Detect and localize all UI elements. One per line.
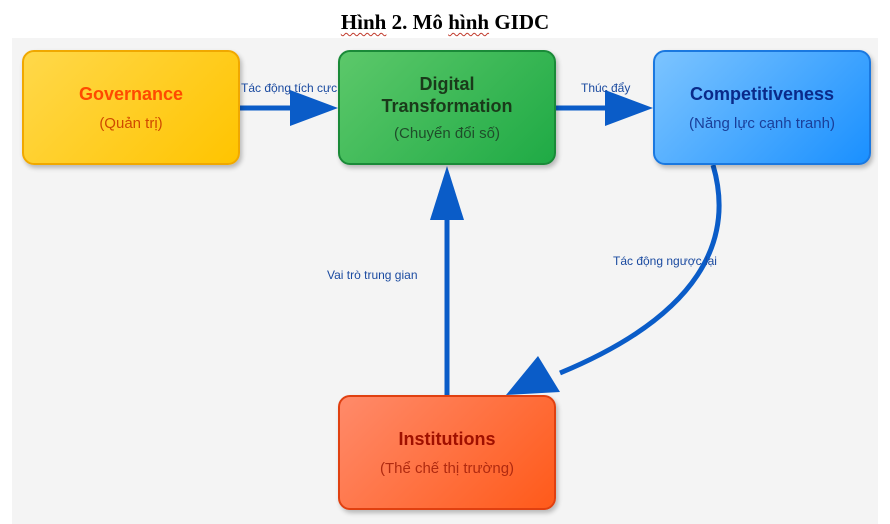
node-competitiveness-sub: (Năng lực cạnh tranh) — [689, 115, 835, 132]
edge-label-digital-competitiveness: Thúc đẩy — [581, 81, 631, 95]
node-digital-name-line1: Digital — [419, 74, 475, 94]
edge-label-competitiveness-institutions: Tác động ngược lại — [613, 254, 717, 268]
node-digital-name-line2: Transformation — [381, 96, 513, 116]
arrowhead-digital-left — [290, 90, 338, 126]
node-institutions-name: Institutions — [398, 429, 496, 449]
arrowhead-institutions — [506, 356, 560, 395]
node-institutions: Institutions (Thể chế thị trường) — [338, 395, 556, 510]
arrow-competitiveness-to-institutions — [559, 164, 722, 376]
node-digital-transformation: Digital Transformation (Chuyển đổi số) — [338, 50, 556, 165]
arrowhead-competitiveness — [605, 90, 653, 126]
node-competitiveness: Competitiveness (Năng lực cạnh tranh) — [653, 50, 871, 165]
node-competitiveness-name: Competitiveness — [689, 84, 835, 104]
node-governance-sub: (Quản trị) — [99, 115, 163, 132]
node-institutions-sub: (Thể chế thị trường) — [379, 460, 515, 477]
node-governance: Governance (Quản trị) — [22, 50, 240, 165]
edge-label-institutions-digital: Vai trò trung gian — [327, 268, 418, 282]
node-digital-sub: (Chuyển đổi số) — [394, 125, 500, 142]
node-governance-name: Governance — [78, 84, 184, 104]
edge-label-governance-digital: Tác động tích cực — [241, 81, 338, 95]
arrowhead-digital-bottom — [430, 166, 464, 220]
figure-title: Hình 2. Mô hình GIDC — [340, 10, 550, 34]
